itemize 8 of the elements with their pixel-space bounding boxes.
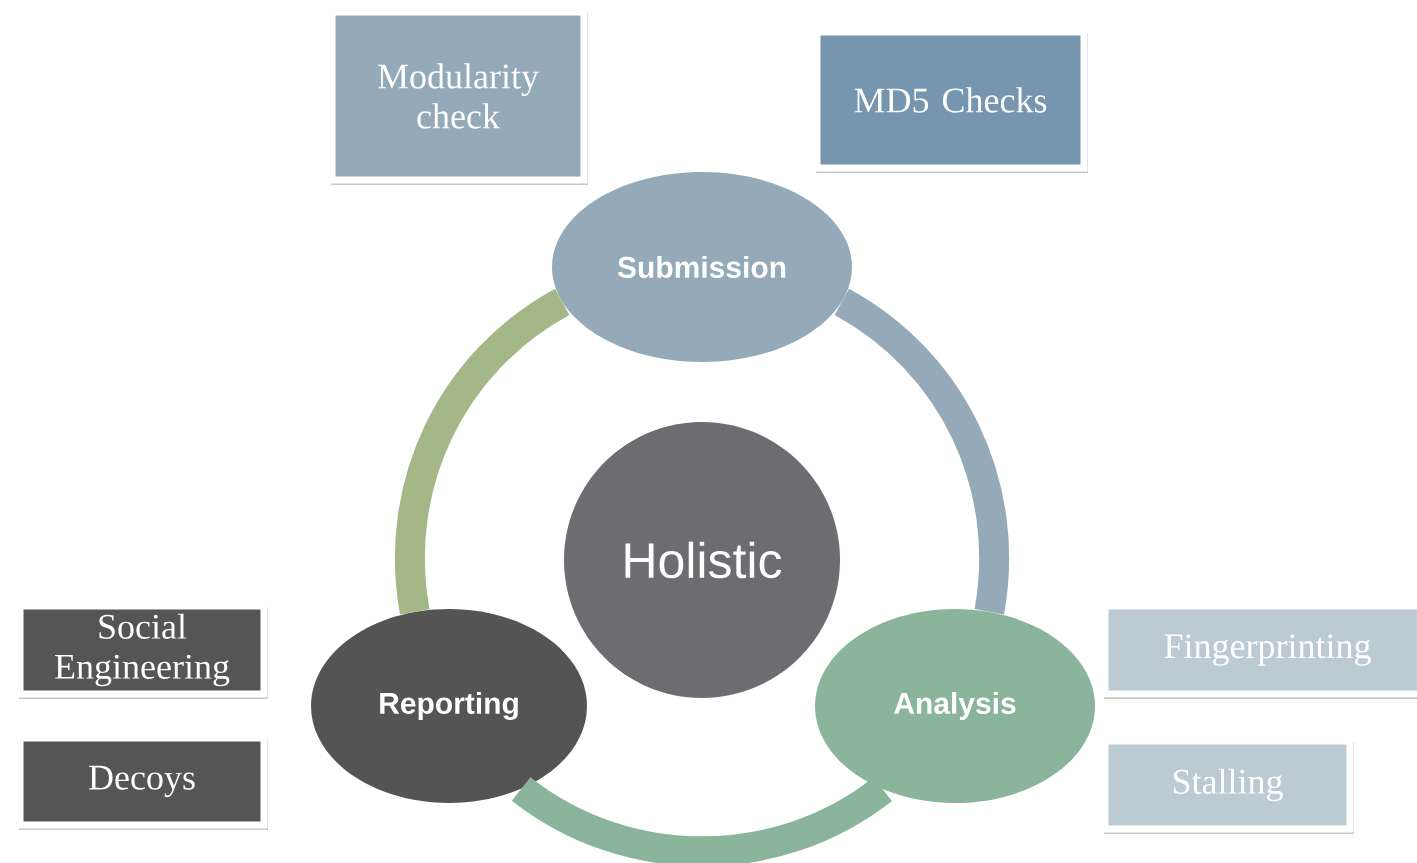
square-box: Decoys bbox=[16, 734, 268, 830]
ring-segment bbox=[833, 289, 1009, 614]
square-box: Stalling bbox=[1101, 737, 1354, 834]
square-box: Fingerprinting bbox=[1101, 602, 1417, 699]
square-box: MD5 Checks bbox=[813, 28, 1088, 173]
square-box: Social Engineering bbox=[16, 602, 268, 699]
ring-segment bbox=[512, 776, 892, 863]
ring-segment bbox=[395, 289, 571, 614]
